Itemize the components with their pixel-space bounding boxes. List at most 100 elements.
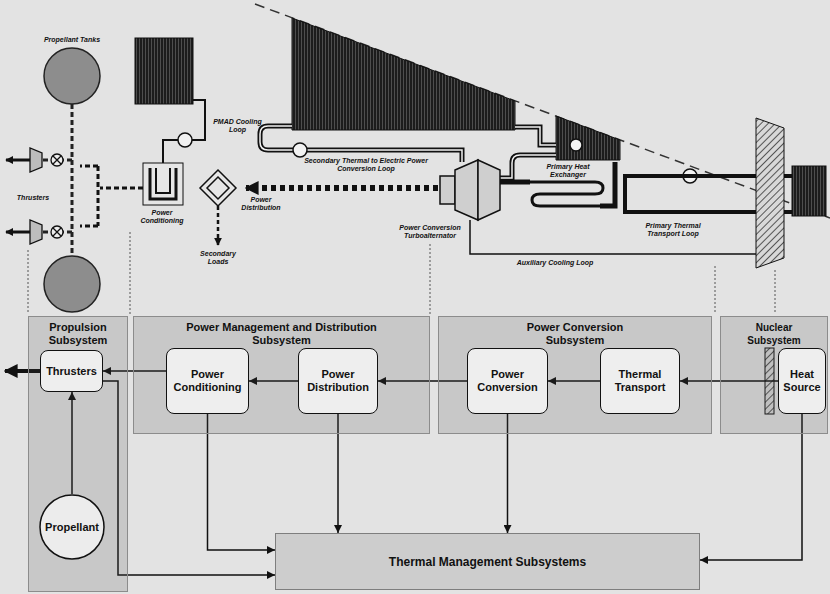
part-label: Thrusters: [8, 194, 58, 202]
thruster-symbol: [30, 148, 42, 172]
power-transfer-arrow: [246, 185, 438, 191]
part-label: Propellant Tanks: [32, 36, 112, 44]
secondary-loop-pipe-core: [515, 127, 556, 145]
secondary-loop-pipe-core: [260, 126, 556, 178]
node-label: Thermal Management Subsystems: [389, 555, 586, 569]
valve-symbol: [53, 156, 61, 164]
part-label: Primary Heat Exchanger: [528, 163, 608, 179]
turboalternator-symbol: [440, 160, 500, 220]
subsystem-group: Power Management and Distribution Subsys…: [133, 316, 430, 434]
valve-symbol: [51, 154, 63, 238]
heat-exchanger-coil: [530, 182, 603, 206]
group-heading: Nuclear Subsystem: [739, 321, 809, 347]
valve-symbol: [51, 154, 63, 166]
leader-line: [775, 270, 776, 314]
radiation-shield: [756, 118, 784, 268]
reactor-core: [792, 166, 826, 216]
radiator-panel: [556, 116, 620, 160]
pmad-cooling-loop: [163, 140, 178, 163]
leader-line: [28, 232, 775, 314]
process-box: Power Conditioning: [166, 348, 249, 414]
secondary-loop-pipe: [515, 127, 556, 145]
part-label: Power Conversion Turboalternator: [394, 224, 466, 240]
subsystem-group: Nuclear SubsystemHeat Source: [720, 316, 828, 434]
power-bus: [97, 166, 100, 226]
thrust-arrow: [6, 231, 30, 234]
group-heading: Propulsion Subsystem: [33, 321, 123, 347]
process-box: Thermal Transport: [600, 348, 680, 414]
node-label: Power Conditioning: [169, 368, 246, 394]
group-heading: Power Management and Distribution Subsys…: [172, 321, 392, 347]
node-label: Propellant: [45, 521, 99, 534]
part-label: Primary Thermal Transport Loop: [636, 222, 710, 238]
envelope-line: [255, 4, 830, 218]
pump-symbol: [178, 133, 192, 147]
leader-line: [28, 250, 29, 314]
thermal-band: Thermal Management Subsystems: [275, 533, 700, 590]
pmad-cooling-loop: [192, 100, 205, 140]
process-box: Power Conversion: [467, 348, 548, 414]
power-distribution-icon: [207, 177, 229, 199]
valve-symbol: [51, 226, 63, 238]
radiator-panel: [292, 18, 515, 130]
power-conditioning-icon: [156, 168, 170, 193]
secondary-load-line: [217, 206, 220, 245]
pump-symbol: [293, 143, 307, 157]
node-label: Power Distribution: [301, 368, 375, 394]
secondary-loop-pipe: [260, 126, 615, 206]
node-label: Thermal Transport: [603, 368, 677, 394]
power-distribution-icon: [200, 170, 236, 206]
power-bus: [80, 165, 98, 168]
group-heading: Power Conversion Subsystem: [505, 321, 645, 347]
pump-symbol: [178, 133, 697, 183]
secondary-loop-pipe: [500, 180, 530, 185]
power-transfer-arrow: [246, 185, 438, 191]
part-label: Secondary Thermal to Electric Power Conv…: [296, 157, 436, 173]
part-label: Power Distribution: [238, 196, 284, 212]
heat-exchanger-coil: [530, 182, 603, 206]
propellant-tank: [44, 48, 100, 104]
node-label: Power Conversion: [470, 368, 545, 394]
turboalternator-symbol: [455, 160, 478, 220]
secondary-loop-pipe: [260, 126, 462, 162]
process-box: Heat Source: [778, 348, 826, 414]
circle-outline: [40, 495, 104, 559]
power-bus: [100, 187, 143, 190]
propellant-circle: Propellant: [39, 494, 105, 560]
node-label: Thrusters: [46, 365, 97, 378]
part-label: PMAD Cooling Loop: [210, 118, 265, 134]
leader-line: [430, 244, 431, 314]
power-bus: [80, 166, 143, 226]
power-bus: [80, 225, 98, 228]
part-label: Power Conditioning: [136, 209, 188, 225]
power-conditioning-icon: [143, 163, 183, 205]
leader-line: [715, 266, 716, 314]
node-label: Heat Source: [781, 368, 823, 394]
propellant-line: [42, 104, 72, 256]
radiator-panel: [135, 38, 193, 104]
power-distribution-icon: [200, 170, 236, 206]
pump-symbol: [570, 139, 582, 151]
thruster-symbol: [30, 220, 42, 244]
process-box: Thrusters: [40, 350, 103, 392]
secondary-load-line: [217, 206, 220, 245]
flow-arrow: [700, 414, 802, 560]
envelope-line: [255, 4, 830, 218]
secondary-loop-pipe-core: [260, 126, 462, 162]
turboalternator-symbol: [440, 176, 455, 204]
power-conditioning-icon: [150, 168, 176, 199]
subsystem-group: Propulsion SubsystemThrustersPropellant: [28, 316, 128, 592]
propellant-tank: [44, 48, 100, 312]
power-conditioning-icon: [143, 163, 183, 205]
turboalternator-symbol: [478, 160, 500, 220]
thrust-arrow: [6, 159, 30, 162]
flow-arrow: [208, 414, 276, 550]
valve-symbol: [53, 228, 61, 236]
radiator-panel: [135, 18, 620, 160]
propellant-tank: [44, 256, 100, 312]
auxiliary-loop-pipe: [470, 220, 762, 254]
leader-line: [130, 232, 131, 314]
subsystem-group: Power Conversion SubsystemPower Conversi…: [438, 316, 712, 434]
